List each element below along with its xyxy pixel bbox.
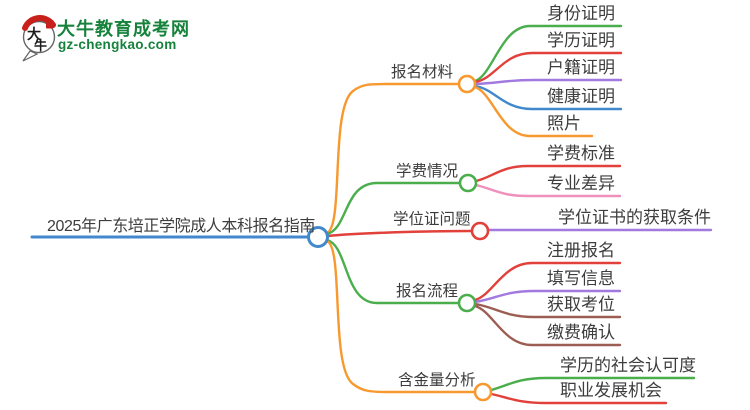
bubble-char-bottom: 牛 [34,38,47,53]
branch-label-materials: 报名材料 [391,64,454,81]
child-label-payment-confirm: 缴费确认 [547,323,615,342]
branch-label-degree-cert: 学位证问题 [393,211,471,228]
child-label-tuition-standard: 学费标准 [547,144,615,163]
link-materials-education [473,51,623,84]
link-materials-photo [473,85,594,138]
site-logo: 大 牛 大牛教育成考网 gz-chengkao.com [19,12,249,64]
child-label-fill-info: 填写信息 [547,269,615,288]
link-tuition-major-diff [474,183,622,198]
daniu-bubble-icon: 大 牛 [22,15,56,62]
child-label-residence-proof: 户籍证明 [547,58,615,77]
child-label-major-difference: 专业差异 [547,174,615,193]
root-node-label: 2025年广东培正学院成人本科报名指南 [47,218,315,235]
child-label-social-recognition: 学历的社会认可度 [560,356,696,375]
child-label-identity-proof: 身份证明 [547,4,615,23]
link-materials-residence [473,78,623,86]
branch-label-tuition: 学费情况 [396,163,459,180]
branch-label-process: 报名流程 [396,283,459,300]
branch-label-value: 含金量分析 [398,372,476,389]
link-root-materials [325,82,461,235]
link-value-recognition [489,376,696,392]
child-label-health-proof: 健康证明 [547,87,615,106]
link-materials-health [473,84,623,111]
site-url: gz-chengkao.com [58,37,177,52]
site-name: 大牛教育成考网 [57,19,190,39]
link-process-fill-info [473,289,622,304]
link-tuition-standard [474,164,622,183]
link-materials-identity [473,24,623,83]
child-label-career-opportunities: 职业发展机会 [560,381,662,400]
link-root-process [325,238,461,305]
root-node-circle [307,226,329,248]
link-process-register [473,261,622,302]
link-process-payment [473,304,622,347]
link-root-tuition [325,181,462,236]
child-label-register: 注册报名 [547,241,615,260]
link-value-career [489,392,668,405]
degree-cert-node-circle [470,221,490,241]
tuition-node-circle [458,173,478,193]
link-process-exam-seat [473,302,622,319]
link-root-value [325,239,477,394]
link-root-degree-cert [326,229,474,238]
child-label-education-proof: 学历证明 [547,31,615,50]
child-label-exam-seat: 获取考位 [547,295,615,314]
child-label-degree-conditions: 学位证书的获取条件 [558,208,711,227]
seal-stamp-icon [46,20,54,29]
materials-node-circle [457,74,477,94]
bubble-char-top: 大 [27,26,41,42]
child-label-photo: 照片 [547,114,581,133]
process-node-circle [457,293,477,313]
value-node-circle [473,382,493,402]
